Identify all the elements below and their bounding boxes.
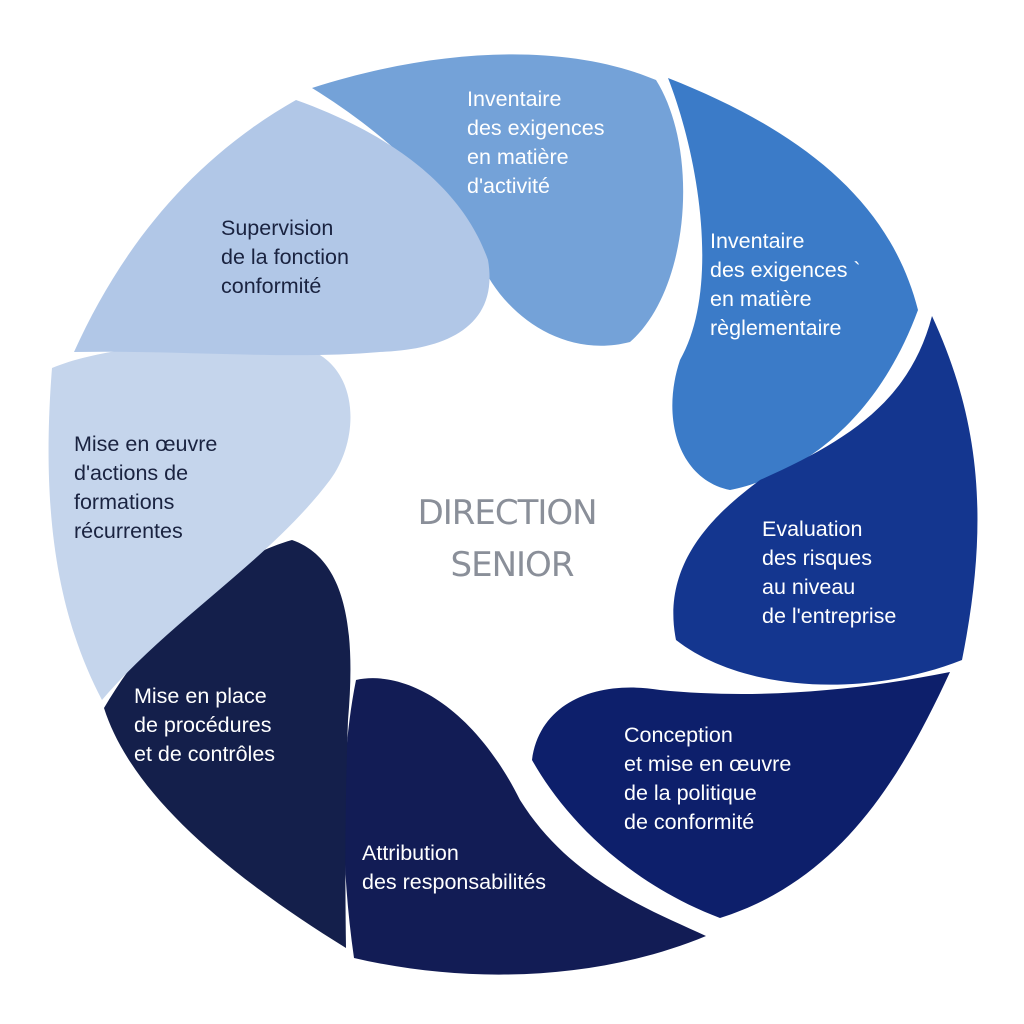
petal-business-requirements xyxy=(312,54,684,346)
petal-label-line: des exigences xyxy=(467,116,604,140)
petal-label-compliance-supervision: Supervision de la fonction conformité xyxy=(221,216,349,298)
petal-label-line: de procédures xyxy=(134,713,271,737)
petal-label-line: des exigences ` xyxy=(710,258,861,282)
petal-recurring-training xyxy=(48,343,351,700)
petal-label-line: Mise en œuvre xyxy=(74,432,217,456)
petal-label-line: et de contrôles xyxy=(134,742,275,766)
petal-label-business-requirements: Inventaire des exigences en matière d'activ… xyxy=(467,87,604,198)
petal-regulatory-requirements xyxy=(668,78,918,490)
petal-label-line: Inventaire xyxy=(467,87,561,111)
petal-procedures-controls xyxy=(104,540,351,948)
petal-layer xyxy=(48,54,978,975)
petal-label-line: Supervision xyxy=(221,216,333,240)
petal-label-line: Inventaire xyxy=(710,229,804,253)
petal-label-line: récurrentes xyxy=(74,519,183,543)
petal-label-line: règlementaire xyxy=(710,316,841,340)
petal-label-line: de la fonction xyxy=(221,245,349,269)
center-title-line-2: SENIOR xyxy=(451,545,574,585)
petal-risk-assessment xyxy=(673,316,978,685)
petal-label-line: des risques xyxy=(762,546,872,570)
petal-label-line: d'actions de xyxy=(74,461,188,485)
petal-compliance-supervision xyxy=(74,100,490,356)
petal-label-line: en matière xyxy=(710,287,812,311)
petal-label-line: formations xyxy=(74,490,174,514)
petal-label-line: conformité xyxy=(221,274,321,298)
center-title-line-1: DIRECTION xyxy=(418,493,597,533)
petal-label-compliance-policy: Conception et mise en œuvre de la politiqu… xyxy=(624,723,791,834)
petal-label-line: au niveau xyxy=(762,575,855,599)
label-layer: Inventaire des exigences en matière d'activ… xyxy=(74,87,896,894)
petal-label-line: Evaluation xyxy=(762,517,862,541)
petal-label-procedures-controls: Mise en place de procédures et de contrôle… xyxy=(134,684,275,766)
petal-label-line: d'activité xyxy=(467,174,550,198)
petal-label-line: de la politique xyxy=(624,781,757,805)
center-title: DIRECTION SENIOR xyxy=(418,493,607,585)
petal-compliance-policy xyxy=(532,672,950,918)
petal-label-line: des responsabilités xyxy=(362,870,546,894)
petal-label-line: Attribution xyxy=(362,841,459,865)
petal-label-line: et mise en œuvre xyxy=(624,752,791,776)
petal-responsibilities xyxy=(343,678,706,975)
petal-label-line: Mise en place xyxy=(134,684,267,708)
petal-label-line: Conception xyxy=(624,723,733,747)
petal-label-risk-assessment: Evaluation des risques au niveau de l'entre… xyxy=(762,517,896,628)
petal-label-recurring-training: Mise en œuvre d'actions de formations récur… xyxy=(74,432,217,543)
petal-label-regulatory-requirements: Inventaire des exigences ` en matière règle… xyxy=(710,229,861,340)
petal-label-responsibilities: Attribution des responsabilités xyxy=(362,841,546,894)
petal-label-line: de conformité xyxy=(624,810,754,834)
petal-label-line: de l'entreprise xyxy=(762,604,896,628)
petal-label-line: en matière xyxy=(467,145,569,169)
